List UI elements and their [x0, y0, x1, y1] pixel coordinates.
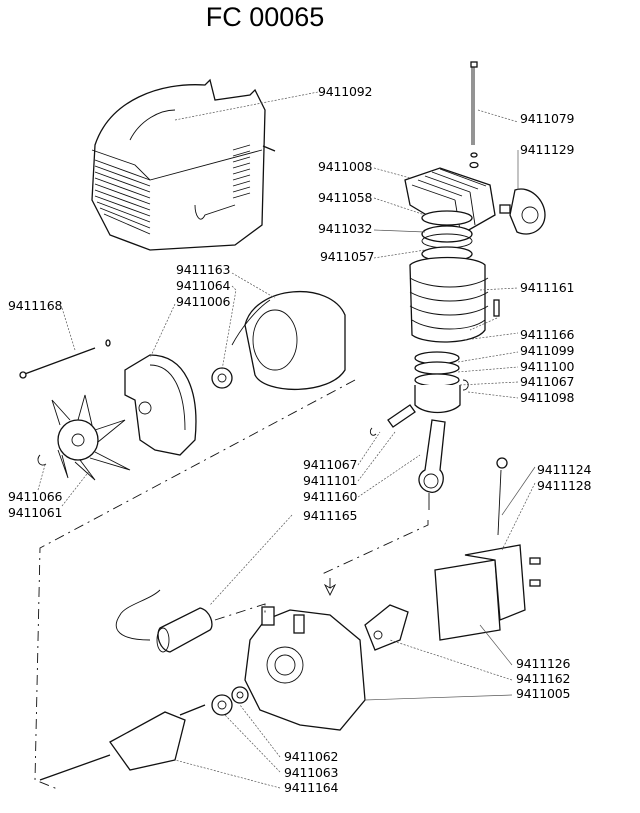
- label-valve-gasket: 9411057: [320, 249, 375, 264]
- label-connecting-rod: 9411160: [303, 489, 358, 504]
- label-head-gasket: 9411058: [318, 190, 373, 205]
- label-fan-circlip: 9411066: [8, 489, 63, 504]
- cylinder-part: [409, 256, 500, 343]
- label-pin-circlip: 9411067: [303, 457, 358, 472]
- assembly-lines: [34, 379, 429, 791]
- piston-pin-part: [369, 404, 416, 436]
- fan-circlip-part: [37, 454, 47, 466]
- stator-part: [231, 290, 346, 391]
- label-fan: 9411061: [8, 505, 63, 520]
- label-cylinder-head: 9411008: [318, 159, 373, 174]
- label-piston-ring-top: 9411099: [520, 343, 575, 358]
- rotor-part: [39, 704, 206, 781]
- label-bearing-rear: 9411062: [284, 749, 339, 764]
- label-cylinder: 9411161: [520, 280, 575, 295]
- crankcase-cover-part: [434, 544, 541, 641]
- head-gaskets-part: [421, 210, 473, 262]
- shroud-cover-part: [91, 78, 276, 251]
- label-cylinder-screw: 9411166: [520, 327, 575, 342]
- capacitor-part: [115, 589, 213, 653]
- label-air-filter: 9411129: [520, 142, 575, 157]
- label-rotor: 9411164: [284, 780, 339, 795]
- counterweight-part: [364, 604, 409, 651]
- fan-bearing-part: [211, 367, 233, 389]
- label-bearing-front: 9411063: [284, 765, 339, 780]
- label-piston-circlip: 9411067: [520, 374, 575, 389]
- fan-part: [51, 394, 131, 481]
- label-tie-rod: 9411168: [8, 298, 63, 313]
- label-dipstick-seal: 9411128: [537, 478, 592, 493]
- leader-lines: [37, 91, 536, 789]
- label-valve-plate: 9411032: [318, 221, 373, 236]
- label-head-bolt: 9411079: [520, 111, 575, 126]
- label-fan-cover: 9411006: [176, 294, 231, 309]
- label-dipstick: 9411124: [537, 462, 592, 477]
- label-shroud-cover: 9411092: [318, 84, 373, 99]
- label-fan-housing-bolt: 9411163: [176, 262, 231, 277]
- label-piston-ring-bottom: 9411100: [520, 359, 575, 374]
- crankcase-part: [244, 606, 366, 731]
- piston-assembly-part: [414, 351, 469, 414]
- air-filter-part: [499, 188, 546, 235]
- tie-rod-part: [19, 339, 111, 379]
- head-bolt-part: [469, 61, 479, 169]
- label-crankcase: 9411005: [516, 686, 571, 701]
- label-piston: 9411098: [520, 390, 575, 405]
- diagram-title: FC 00065: [205, 2, 325, 32]
- fan-cover-part: [124, 354, 197, 456]
- label-piston-pin: 9411101: [303, 473, 358, 488]
- rotor-bearings-part: [211, 686, 249, 716]
- connecting-rod-part: [418, 419, 446, 510]
- dipstick-part: [496, 457, 508, 536]
- label-stator: 9411165: [303, 508, 358, 523]
- label-front-bearing: 9411064: [176, 278, 231, 293]
- label-counterweight: 9411162: [516, 671, 571, 686]
- label-crankcase-cover-gasket: 9411126: [516, 656, 571, 671]
